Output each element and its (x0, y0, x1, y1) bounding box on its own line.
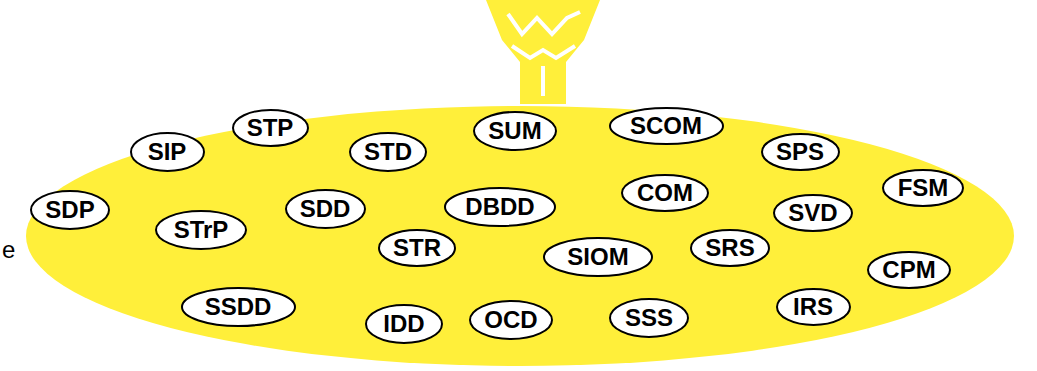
node-label: STR (393, 234, 441, 262)
node-label: SRS (705, 234, 754, 262)
node-label: SDP (45, 196, 94, 224)
tie-stripe (508, 12, 580, 34)
node-label: IRS (793, 293, 833, 321)
ellipse-node: STR (378, 229, 456, 267)
ellipse-shape (379, 230, 455, 266)
ellipse-shape (610, 108, 723, 144)
node-label: SPS (776, 138, 824, 166)
node-label: CPM (882, 256, 935, 284)
node-label: SUM (488, 117, 541, 145)
ellipse-node: SIP (130, 132, 205, 172)
ellipse-shape (470, 301, 552, 339)
node-label: COM (637, 179, 693, 207)
node-label: STrP (174, 216, 229, 244)
tie-stripe (541, 66, 545, 96)
ellipse-node: COM (621, 174, 709, 212)
node-label: SSDD (205, 293, 272, 321)
ellipse-shape (622, 175, 708, 211)
node-label: DBDD (465, 193, 534, 221)
ellipse-node: FSM (882, 169, 964, 207)
ellipse-node: SSDD (181, 287, 296, 327)
ellipse-node: STP (232, 109, 309, 147)
ellipse-node: SDD (285, 189, 366, 229)
ellipse-node: SUM (473, 111, 557, 151)
edge-fragment-label: e (2, 236, 15, 264)
ellipse-shape (777, 289, 850, 325)
node-label: SCOM (630, 112, 702, 140)
ellipse-shape (762, 134, 839, 170)
ellipse-node: SCOM (609, 107, 724, 145)
node-label: SIP (148, 138, 187, 166)
ellipse-shape (774, 195, 852, 231)
ellipse-node: SRS (690, 229, 770, 267)
ellipse-node: SSS (609, 298, 689, 338)
ellipse-shape (445, 188, 555, 226)
ellipse-node: CPM (867, 251, 951, 289)
ellipse-node: IDD (365, 304, 443, 344)
bag-body (26, 106, 1014, 366)
bag-tie (486, 0, 600, 104)
ellipse-node: IRS (776, 288, 851, 326)
node-label: SSS (625, 304, 673, 332)
tie-stripe (512, 46, 575, 58)
ellipse-shape (31, 191, 109, 229)
ellipse-shape (366, 305, 442, 343)
ellipse-node: SDP (30, 190, 110, 230)
ellipse-shape (156, 211, 246, 249)
ellipse-shape (883, 170, 963, 206)
ellipse-shape (691, 230, 769, 266)
node-label: STP (247, 114, 294, 142)
ellipse-shape (868, 252, 950, 288)
ellipse-shape (474, 112, 556, 150)
ellipse-shape (610, 299, 688, 337)
ellipse-shape (350, 133, 426, 171)
node-label: OCD (484, 306, 537, 334)
ellipse-node: SIOM (543, 237, 653, 277)
node-label: SVD (788, 199, 837, 227)
ellipse-node: SPS (761, 133, 840, 171)
ellipse-node: OCD (469, 300, 553, 340)
ellipse-shape (131, 133, 204, 171)
ellipse-node: STrP (155, 210, 247, 250)
ellipse-shape (544, 238, 652, 276)
node-label: SDD (300, 195, 351, 223)
ellipse-node: SVD (773, 194, 853, 232)
node-label: STD (364, 138, 412, 166)
ellipse-node: STD (349, 132, 427, 172)
ellipse-shape (182, 288, 295, 326)
node-label: SIOM (567, 243, 628, 271)
ellipse-shape (233, 110, 308, 146)
node-label: FSM (898, 174, 949, 202)
node-label: IDD (383, 310, 424, 338)
ellipse-shape (286, 190, 365, 228)
ellipse-node: DBDD (444, 187, 556, 227)
